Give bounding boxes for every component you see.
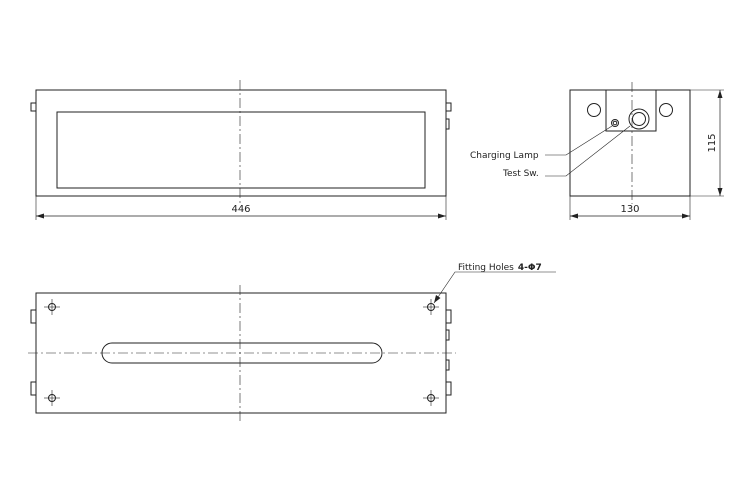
height-dimension-label: 115 [707, 133, 718, 152]
test-switch-leader [545, 125, 631, 177]
top-right-tab-upper [445, 329, 450, 341]
side-view-recess [605, 90, 657, 132]
fitting-holes-prefix: Fitting Holes [458, 263, 514, 273]
side-dim-arrow-left [570, 213, 578, 219]
fitting-holes-label: Fitting Holes 4-Φ7 [458, 263, 542, 273]
width-dimension-label: 446 [231, 204, 250, 215]
height-dim-arrow-top [717, 90, 723, 98]
front-view-panel [56, 111, 426, 189]
front-view-body [35, 89, 447, 197]
top-right-tab-lower [445, 359, 450, 371]
test-switch-outer [628, 108, 650, 130]
front-left-knob-top [30, 102, 37, 112]
top-left-knob-lower [30, 381, 37, 396]
front-dim-arrow-left [36, 213, 44, 219]
fitting-hole-bottom-right [423, 390, 439, 406]
fitting-hole-bottom-left [44, 390, 60, 406]
side-view-body [569, 89, 691, 197]
side-right-hole [659, 103, 673, 117]
top-view [28, 271, 556, 421]
side-view [545, 82, 724, 220]
charging-lamp [611, 119, 619, 127]
top-left-knob-upper [30, 309, 37, 324]
top-right-knob-lower [445, 381, 452, 396]
fitting-holes-leader [433, 271, 556, 304]
test-switch-label: Test Sw. [502, 169, 539, 179]
depth-dimension-label: 130 [620, 204, 639, 215]
front-view [30, 80, 452, 220]
charging-lamp-leader [545, 125, 613, 156]
charging-lamp-inner [612, 120, 618, 126]
front-dim-arrow-right [438, 213, 446, 219]
fitting-holes-spec: 4-Φ7 [518, 263, 542, 273]
front-right-knob-top [445, 102, 452, 112]
charging-lamp-label: Charging Lamp [470, 151, 539, 161]
height-dim-arrow-bottom [717, 188, 723, 196]
fitting-holes-leader-arrow [434, 295, 441, 303]
side-dim-arrow-right [682, 213, 690, 219]
top-right-knob-upper [445, 309, 452, 324]
test-switch-inner [632, 112, 646, 126]
fitting-hole-top-right [423, 299, 439, 315]
side-left-hole [587, 103, 601, 117]
front-right-tab [445, 118, 450, 130]
fitting-hole-top-left [44, 299, 60, 315]
